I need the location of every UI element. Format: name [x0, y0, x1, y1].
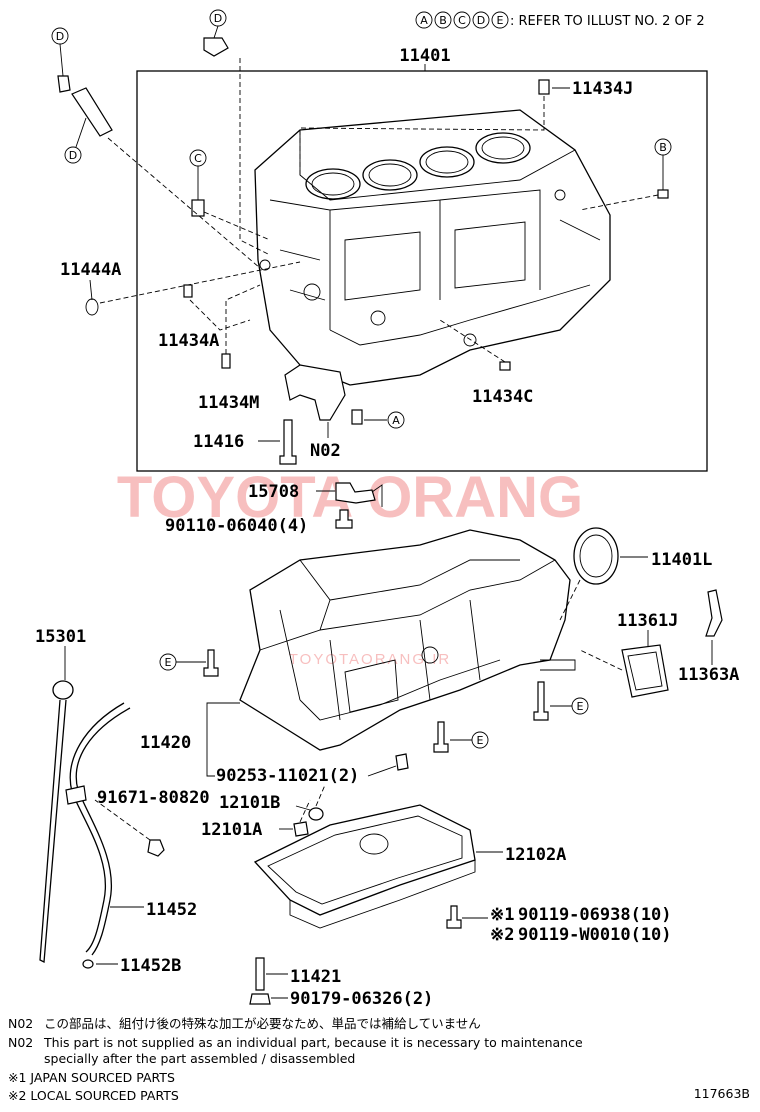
pin-11434A	[183, 284, 193, 298]
label-11401[interactable]: 11401	[399, 46, 450, 66]
bolt-11416	[279, 419, 297, 465]
label-91671[interactable]: 91671-80820	[97, 788, 210, 808]
label-11420[interactable]: 11420	[140, 733, 191, 753]
callout-e-right	[571, 697, 589, 715]
label-11434J[interactable]: 11434J	[572, 79, 633, 99]
svg-text:A: A	[392, 414, 400, 427]
part-15708	[335, 482, 376, 504]
pin-11434M	[221, 353, 231, 369]
label-11452B[interactable]: 11452B	[120, 956, 181, 976]
cylinder-block-drawing	[254, 109, 611, 386]
oil-pan-lower-drawing	[253, 804, 476, 929]
svg-text:C: C	[458, 14, 466, 27]
note-japan-sourced: ※1 JAPAN SOURCED PARTS	[8, 1070, 175, 1085]
label-15301[interactable]: 15301	[35, 627, 86, 647]
gasket-11363A	[705, 589, 723, 637]
cylinder-block-box	[136, 70, 708, 472]
illustration-number: 117663B	[694, 1086, 750, 1101]
svg-text:C: C	[194, 152, 202, 165]
svg-text:N02: N02	[8, 1035, 33, 1050]
dipstick-ring-15301	[52, 680, 74, 700]
bolt-91671	[147, 839, 165, 857]
pin-11434J	[538, 79, 550, 95]
label-11434M[interactable]: 11434M	[198, 393, 259, 413]
label-11434A[interactable]: 11434A	[158, 331, 219, 351]
label-12101A[interactable]: 12101A	[201, 820, 262, 840]
bearing-cap-n02	[284, 364, 346, 421]
dowel-a	[351, 409, 363, 425]
svg-text:D: D	[69, 149, 77, 162]
label-11401L[interactable]: 11401L	[651, 550, 712, 570]
seal-11401L	[573, 527, 619, 585]
note-en-2: specially after the part assembled / dis…	[44, 1051, 355, 1066]
label-90179[interactable]: 90179-06326(2)	[290, 989, 433, 1009]
svg-text:E: E	[497, 14, 504, 27]
oring-11452B	[82, 959, 94, 969]
mark-90119b: ※2	[490, 925, 514, 945]
note-local-sourced: ※2 LOCAL SOURCED PARTS	[8, 1088, 179, 1103]
label-90119a[interactable]: 90119-06938(10)	[518, 905, 672, 925]
guide-11452	[75, 707, 131, 956]
dipstick-15301	[39, 699, 67, 964]
svg-text:B: B	[439, 14, 447, 27]
svg-text:B: B	[659, 141, 667, 154]
oil-pan-upper-drawing	[239, 529, 576, 751]
pin-b	[657, 189, 669, 199]
cover-11361J	[621, 644, 669, 698]
label-N02[interactable]: N02	[310, 441, 341, 461]
label-11361J[interactable]: 11361J	[617, 611, 678, 631]
fitting-d-top	[203, 37, 229, 57]
plug-12101A	[293, 821, 309, 837]
refer-header: A B C D E : REFER TO ILLUST NO. 2 OF 2	[415, 11, 705, 29]
watermark-sub: TOYOTAORANG.IR	[289, 651, 451, 668]
svg-text:A: A	[420, 14, 428, 27]
callout-d-lower	[64, 146, 82, 164]
label-15708[interactable]: 15708	[248, 482, 299, 502]
label-11444A[interactable]: 11444A	[60, 260, 121, 280]
bolt-90119	[446, 905, 462, 929]
svg-text:D: D	[477, 14, 485, 27]
washer-12101B	[308, 807, 324, 821]
refer-text: : REFER TO ILLUST NO. 2 OF 2	[510, 14, 705, 29]
svg-text:D: D	[56, 30, 64, 43]
plug-c	[191, 199, 205, 217]
oring-11444A	[85, 298, 99, 316]
notes: N02 この部品は、組付け後の特殊な加工が必要なため、単品では補給していません …	[8, 1016, 583, 1103]
label-11421[interactable]: 11421	[290, 967, 341, 987]
svg-text:E: E	[477, 734, 484, 747]
label-11452[interactable]: 11452	[146, 900, 197, 920]
callout-e-mid	[471, 731, 489, 749]
nut-90179	[249, 993, 271, 1005]
svg-text:E: E	[165, 656, 172, 669]
pin-11434C	[499, 361, 511, 371]
svg-text:N02: N02	[8, 1016, 33, 1031]
label-11434C[interactable]: 11434C	[472, 387, 533, 407]
sensor-d	[71, 87, 113, 137]
svg-text:E: E	[577, 700, 584, 713]
label-12102A[interactable]: 12102A	[505, 845, 566, 865]
note-jp: この部品は、組付け後の特殊な加工が必要なため、単品では補給していません	[44, 1016, 481, 1031]
bolt-e-mid	[433, 721, 449, 753]
note-en-1: This part is not supplied as an individu…	[43, 1035, 583, 1050]
mark-90119a: ※1	[490, 905, 514, 925]
label-90253[interactable]: 90253-11021(2)	[216, 766, 359, 786]
bolt-e-left	[203, 649, 219, 677]
bolt-e-right	[533, 681, 549, 721]
label-90119b[interactable]: 90119-W0010(10)	[518, 925, 672, 945]
label-12101B[interactable]: 12101B	[219, 793, 280, 813]
stud-11421	[255, 957, 265, 991]
label-90110[interactable]: 90110-06040(4)	[165, 516, 308, 536]
label-11416[interactable]: 11416	[193, 432, 244, 452]
stud-90253	[395, 753, 409, 771]
callout-a-top	[387, 411, 405, 429]
svg-text:D: D	[214, 12, 222, 25]
bolt-90110	[335, 509, 353, 529]
label-11363A[interactable]: 11363A	[678, 665, 739, 685]
